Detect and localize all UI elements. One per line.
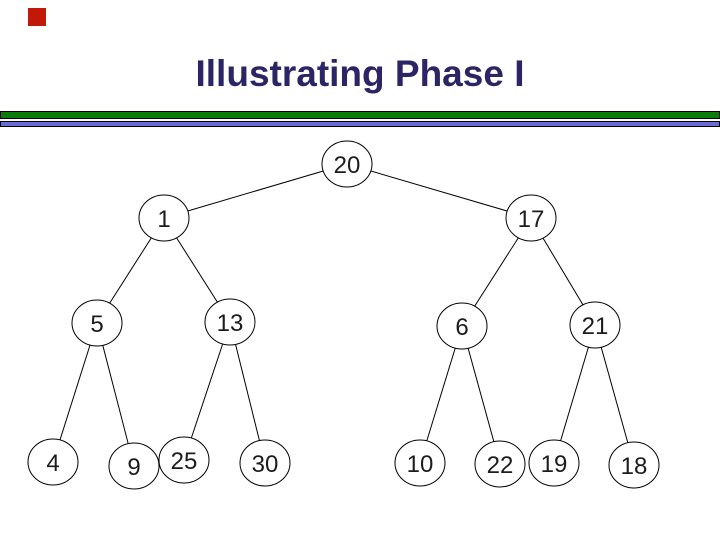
tree-edge <box>52 322 98 463</box>
tree-edge <box>163 163 348 219</box>
tree-node: 19 <box>528 439 580 487</box>
tree-node: 21 <box>569 301 621 349</box>
tree-edge <box>419 325 463 464</box>
tree-node-label: 25 <box>171 448 198 475</box>
tree-node-label: 6 <box>455 314 468 341</box>
tree-node-label: 1 <box>157 206 170 233</box>
red-corner-marker-square <box>28 8 46 26</box>
tree-node-circle <box>569 301 621 349</box>
tree-node-label: 9 <box>127 454 140 481</box>
tree-node: 9 <box>108 442 160 490</box>
tree-node: 10 <box>394 439 446 487</box>
tree-node-label: 19 <box>541 451 568 478</box>
tree-node: 25 <box>158 436 210 484</box>
tree-node-label: 20 <box>334 152 361 179</box>
tree-node-circle <box>321 140 373 188</box>
tree-node-circle <box>138 194 190 242</box>
tree-node: 5 <box>71 299 123 347</box>
tree-edge <box>461 325 501 465</box>
tree-node-label: 21 <box>582 313 609 340</box>
tree-node-circle <box>394 439 446 487</box>
tree-node-circle <box>608 441 660 489</box>
tree-node-circle <box>71 299 123 347</box>
tree-node: 18 <box>608 441 660 489</box>
tree-edge <box>229 321 266 464</box>
tree-node-circle <box>27 438 79 486</box>
tree-node: 17 <box>505 194 557 242</box>
tree-node: 13 <box>204 298 256 346</box>
tree-node-label: 4 <box>46 450 59 477</box>
tree-node-circle <box>239 439 291 487</box>
tree-node: 6 <box>436 302 488 350</box>
tree-edge <box>594 324 635 466</box>
tree-edge <box>183 321 231 461</box>
tree-node-circle <box>474 440 526 488</box>
tree-node-label: 30 <box>252 451 279 478</box>
tree-node: 20 <box>321 140 373 188</box>
slide-title: Illustrating Phase I <box>195 53 525 94</box>
tree-node: 22 <box>474 440 526 488</box>
tree-node-circle <box>108 442 160 490</box>
tree-node: 1 <box>138 194 190 242</box>
tree-node-circle <box>436 302 488 350</box>
tree-edge <box>553 324 596 464</box>
tree-node-circle <box>528 439 580 487</box>
tree-node-label: 18 <box>621 453 648 480</box>
tree-node-label: 17 <box>518 206 545 233</box>
tree-edge <box>346 163 532 219</box>
tree-node-label: 5 <box>90 311 103 338</box>
tree-node-circle <box>505 194 557 242</box>
tree-node-circle <box>204 298 256 346</box>
tree-node-circle <box>158 436 210 484</box>
tree-edge <box>96 322 135 467</box>
tree-node: 30 <box>239 439 291 487</box>
tree-node-label: 10 <box>407 451 434 478</box>
tree-node: 4 <box>27 438 79 486</box>
tree-node-label: 13 <box>217 310 244 337</box>
tree-node-label: 22 <box>487 452 514 479</box>
